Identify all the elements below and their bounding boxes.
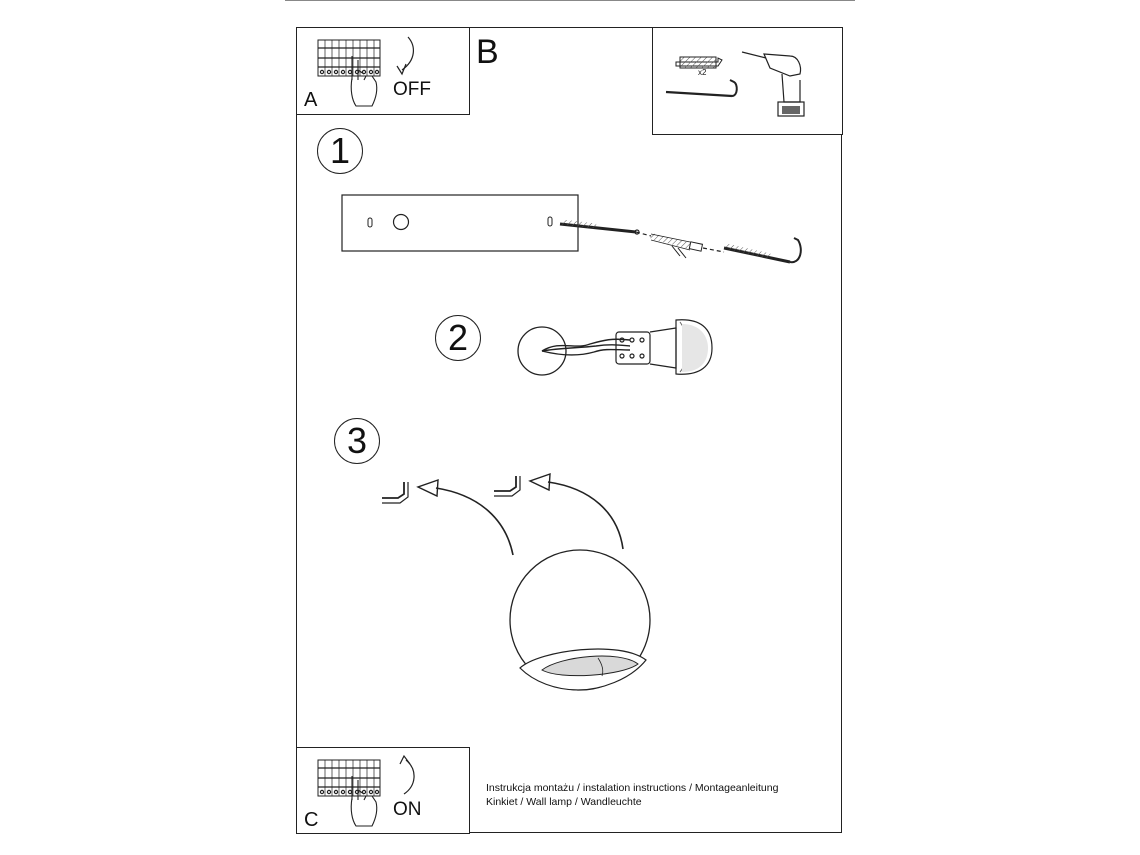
screw-rod-icon <box>559 219 640 235</box>
on-label: ON <box>393 799 422 820</box>
instruction-sheet-frame <box>296 27 842 833</box>
hook-screw-icon <box>665 79 738 98</box>
arrow-right-icon <box>528 472 624 550</box>
junction-box-icon <box>517 326 567 376</box>
hook-right-icon <box>494 476 521 497</box>
drill-icon <box>741 51 805 117</box>
caption-line-1: Instrukcja montażu / instalation instruc… <box>486 782 779 794</box>
hand-icon-c <box>350 776 378 827</box>
hook-icon <box>723 237 802 264</box>
wall-plug-icon <box>675 56 723 69</box>
curved-arrow-down-icon <box>396 36 414 76</box>
curved-arrow-up-icon <box>399 754 415 795</box>
step-3-badge: 3 <box>334 418 380 464</box>
caption-line-2: Kinkiet / Wall lamp / Wandleuchte <box>486 796 642 808</box>
panel-b-letter: B <box>476 33 499 71</box>
top-rule <box>285 0 855 1</box>
lamp-socket-icon <box>615 319 713 375</box>
step-1-badge: 1 <box>317 128 363 174</box>
arrow-left-icon <box>416 478 514 556</box>
mounting-plate-icon <box>341 194 579 252</box>
globe-lamp-icon <box>509 549 651 691</box>
step-2-badge: 2 <box>435 315 481 361</box>
dowel-icon <box>650 233 704 259</box>
panel-a-letter: A <box>304 89 318 111</box>
wires-icon <box>541 338 631 356</box>
quantity-label: x2 <box>698 68 707 77</box>
tools-box <box>652 27 843 135</box>
terminal-block-icon <box>317 39 381 77</box>
terminal-block-icon-c <box>317 759 381 797</box>
off-label: OFF <box>393 79 431 100</box>
dashed-guide-icon <box>635 231 725 253</box>
hand-icon <box>350 56 378 107</box>
hook-left-icon <box>382 482 409 504</box>
panel-c-letter: C <box>304 809 319 831</box>
